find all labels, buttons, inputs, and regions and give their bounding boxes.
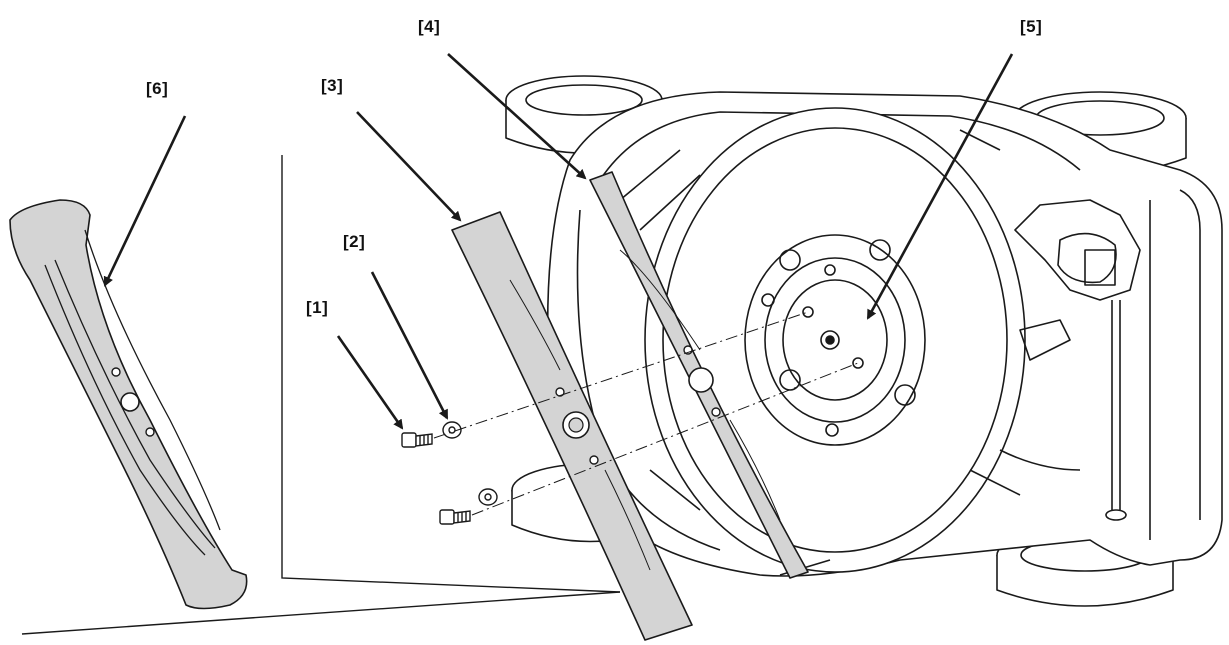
blade-bolt-upper [401,432,433,448]
hub-plate [744,234,926,446]
callout-label-4: [4] [418,17,441,36]
leader-2 [370,271,449,420]
cutting-chamber [644,107,1026,573]
callout-label-2: [2] [343,232,366,251]
leader-5 [866,53,1014,320]
callout-label-6: [6] [146,79,169,98]
leader-6 [103,115,187,287]
crankshaft [820,330,840,350]
callout-label-5: [5] [1020,17,1043,36]
leader-4 [447,53,587,180]
leader-3 [356,111,462,222]
callout-leaders [103,53,1014,430]
blade-installed [589,171,809,579]
blade-bolt-lower [439,509,471,525]
leader-1 [336,335,404,430]
detail-bracket [21,155,621,635]
blade-removed [451,211,693,641]
blade-washer-lower [478,488,498,506]
assembly-axes [433,311,859,516]
callout-label-3: [3] [321,76,344,95]
blade-detail [9,199,248,610]
blade-washer-upper [442,421,462,439]
callout-label-1: [1] [306,298,329,317]
